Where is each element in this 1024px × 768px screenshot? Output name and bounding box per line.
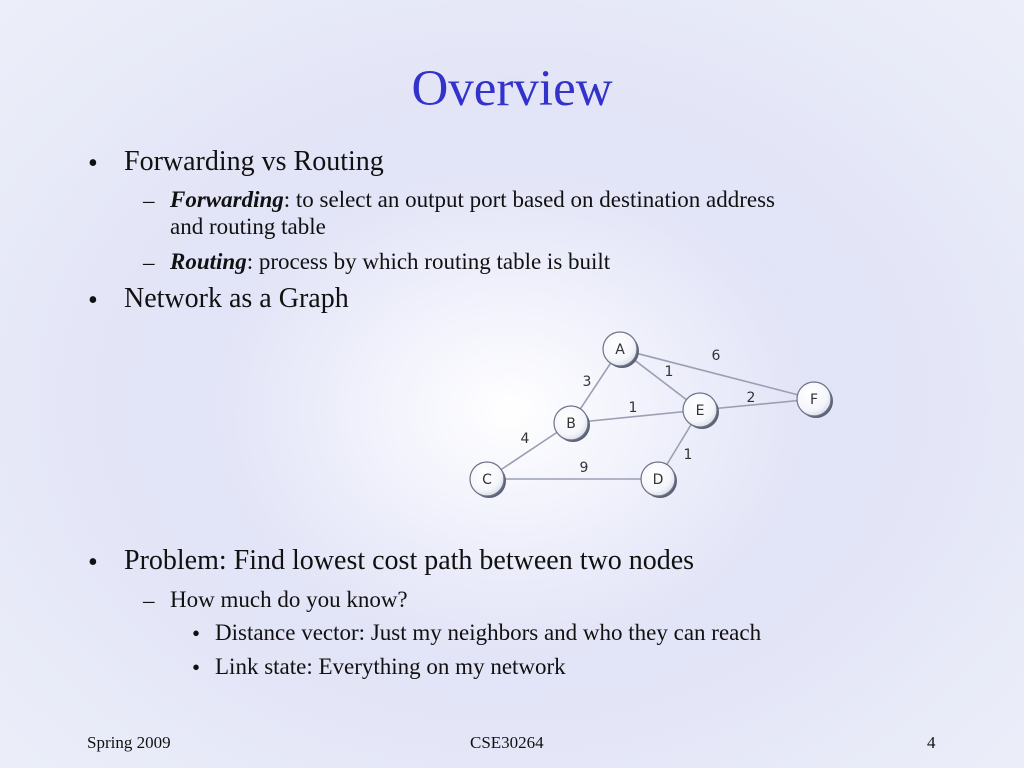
bullet-network-as-graph: Network as a Graph [124, 283, 349, 314]
term-routing: Routing [170, 249, 247, 274]
sub-sub-bullet-link-state: Link state: Everything on my network [215, 654, 566, 679]
graph-node-label: A [615, 342, 625, 358]
graph-node-b: B [553, 405, 590, 442]
bullet-marker: • [192, 655, 201, 680]
graph-edge-weight-label: 1 [629, 400, 638, 416]
graph-edge-weight-label: 1 [684, 447, 693, 463]
graph-edge-weight-label: 9 [580, 460, 589, 476]
footer-page-number: 4 [927, 733, 936, 752]
graph-edge-weight-label: 3 [583, 374, 592, 390]
bullet-forwarding-vs-routing: Forwarding vs Routing [124, 146, 384, 177]
forwarding-definition-continued: and routing table [170, 214, 326, 239]
graph-edge-a-f [619, 348, 815, 400]
sub-bullet-forwarding: Forwarding: to select an output port bas… [170, 188, 775, 211]
graph-node-d: D [640, 461, 677, 498]
bullet-marker: • [88, 285, 98, 316]
bullet-problem: Problem: Find lowest cost path between t… [124, 545, 695, 576]
graph-node-label: F [810, 392, 818, 408]
slide-title: Overview [411, 61, 613, 117]
bullet-marker: • [88, 148, 98, 179]
graph-edge-weight-label: 2 [747, 390, 756, 406]
graph-node-label: D [653, 472, 664, 488]
graph-node-label: B [566, 416, 576, 432]
graph-edge-weight-label: 1 [665, 364, 674, 380]
sub-bullet-how-much: How much do you know? [170, 587, 408, 612]
graph-node-label: E [696, 403, 705, 419]
bullet-marker: • [88, 547, 98, 578]
dash-marker: – [143, 188, 155, 213]
sub-sub-bullet-distance-vector: Distance vector: Just my neighbors and w… [215, 620, 762, 645]
graph-node-e: E [682, 392, 719, 429]
routing-definition: : process by which routing table is buil… [246, 249, 611, 274]
graph-edge-weight-label: 6 [712, 348, 721, 364]
graph-edge-weight-label: 4 [521, 431, 530, 447]
footer-date: Spring 2009 [87, 733, 171, 752]
graph-edge-e-f [699, 398, 815, 411]
sub-bullet-routing: Routing: process by which routing table … [170, 250, 610, 273]
graph-node-a: A [602, 331, 639, 368]
bullet-marker: • [192, 621, 201, 646]
graph-node-f: F [796, 381, 833, 418]
forwarding-definition: : to select an output port based on dest… [283, 187, 775, 212]
dash-marker: – [143, 588, 155, 613]
graph-node-c: C [469, 461, 506, 498]
graph-node-label: C [482, 472, 492, 488]
graph-edge-b-e [570, 409, 701, 424]
term-forwarding: Forwarding [170, 187, 284, 212]
footer-course: CSE30264 [470, 733, 544, 752]
dash-marker: – [143, 250, 155, 275]
